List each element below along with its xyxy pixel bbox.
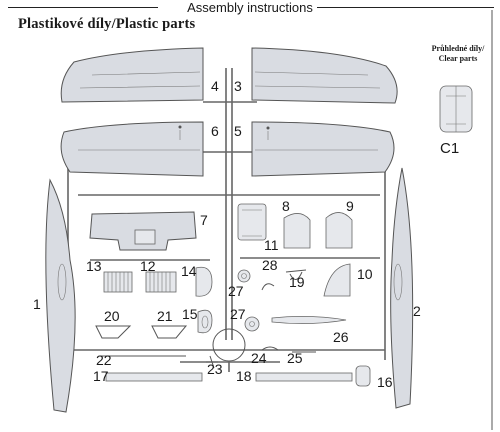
- sprue-gate-hub: [212, 328, 246, 362]
- part-label-11: 11: [264, 237, 279, 253]
- part-18-shape: [255, 372, 353, 382]
- part-label-27a: 27: [228, 283, 244, 299]
- sprue-runner-top: [203, 101, 257, 153]
- part-4-wing-shape: [60, 47, 204, 103]
- part-label-7: 7: [200, 212, 208, 228]
- part-label-21: 21: [157, 308, 173, 324]
- part-label-10: 10: [357, 266, 373, 282]
- part-label-27b: 27: [230, 306, 246, 322]
- part-label-25: 25: [287, 350, 303, 366]
- part-3-wing-shape: [251, 47, 398, 104]
- part-label-26: 26: [333, 329, 349, 345]
- plastic-parts-title: Plastikové díly/Plastic parts: [18, 16, 196, 32]
- part-label-13: 13: [86, 258, 102, 274]
- part-20-shape: [95, 325, 132, 339]
- part-label-19: 19: [289, 274, 305, 290]
- part-label-3: 3: [234, 78, 242, 94]
- clear-parts-title-cz: Průhledné díly/: [431, 44, 485, 53]
- part-28-shape: [261, 283, 275, 291]
- part-27-upper-wheel: [237, 269, 251, 283]
- part-label-12: 12: [140, 258, 156, 274]
- part-label-c1: C1: [440, 140, 460, 157]
- part-5-wing-shape: [251, 121, 395, 177]
- part-label-9: 9: [346, 198, 354, 214]
- part-1-fuselage-shape: [45, 178, 76, 413]
- part-21-shape: [151, 325, 188, 339]
- part-15-shape: [197, 309, 213, 334]
- part-label-20: 20: [104, 308, 120, 324]
- part-label-18: 18: [236, 368, 252, 384]
- clear-parts-title: Průhledné díly/ Clear parts: [418, 44, 498, 63]
- part-12-shape: [145, 271, 177, 293]
- part-label-14: 14: [181, 263, 197, 279]
- part-label-1: 1: [33, 296, 41, 312]
- part-11-cockpit-shape: [237, 203, 267, 241]
- part-9-seat-shape: [325, 212, 353, 249]
- part-16-shape: [355, 365, 371, 387]
- part-label-15: 15: [182, 306, 198, 322]
- part-17-shape: [105, 372, 203, 382]
- part-8-seat-shape: [283, 213, 311, 249]
- part-label-24: 24: [251, 350, 267, 366]
- part-label-2: 2: [413, 303, 421, 319]
- part-26-propeller-shape: [271, 316, 347, 324]
- part-label-8: 8: [282, 198, 290, 214]
- part-24-shape: [261, 346, 279, 351]
- part-label-28: 28: [262, 257, 278, 273]
- part-19-shape: [285, 269, 307, 280]
- part-6-wing-shape: [60, 121, 204, 177]
- part-label-22: 22: [96, 352, 112, 368]
- part-label-5: 5: [234, 123, 242, 139]
- clear-parts-title-en: Clear parts: [438, 53, 478, 63]
- sprue-runner-low: [90, 257, 380, 261]
- header-title: Assembly instructions: [183, 0, 317, 15]
- header-title-wrap: Assembly instructions: [0, 0, 500, 15]
- part-10-shape: [323, 263, 351, 297]
- header-rule-right: [308, 7, 494, 8]
- part-27-lower-wheel: [244, 316, 260, 332]
- part-14-shape: [195, 266, 213, 297]
- part-label-4: 4: [211, 78, 219, 94]
- part-label-16: 16: [377, 374, 393, 390]
- part-label-17: 17: [93, 368, 109, 384]
- part-13-shape: [103, 271, 133, 293]
- central-sprue: [225, 68, 233, 340]
- part-23-shape: [206, 355, 218, 369]
- part-label-23: 23: [207, 361, 223, 377]
- header-rule-left: [8, 7, 158, 8]
- part-label-6: 6: [211, 123, 219, 139]
- sprue-stub: [180, 361, 280, 372]
